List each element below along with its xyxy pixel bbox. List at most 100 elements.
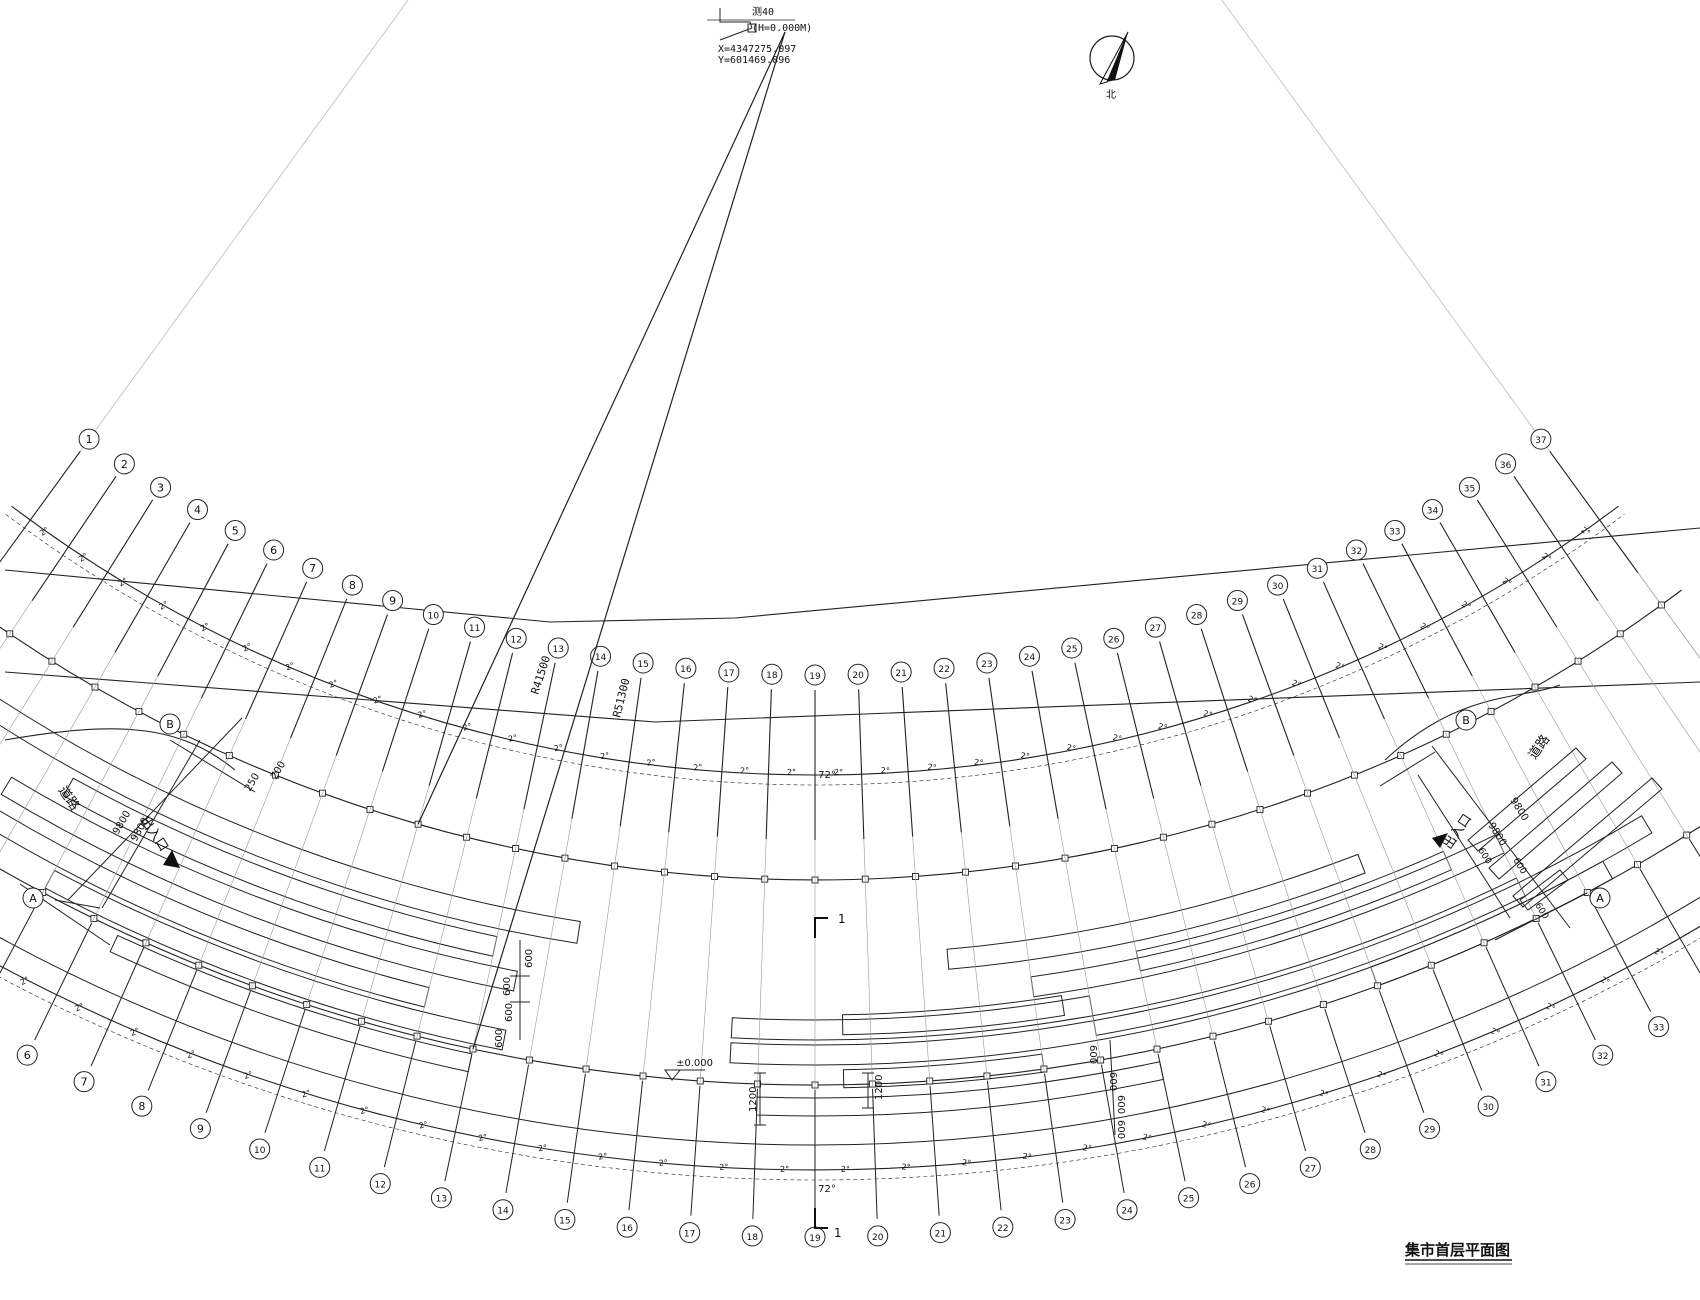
depth-dim-right-2: 9800 [1485, 821, 1508, 848]
bay-angle-top: 2° [740, 766, 750, 775]
north-label: 北 [1106, 89, 1116, 101]
axis-bubble-bottom [131, 1095, 153, 1117]
control-point-elevation: (H=0.000M) [752, 23, 812, 34]
bay-angle-bottom: 2° [780, 1165, 789, 1174]
road-lines [4, 527, 1700, 771]
bay-angle-top: 2° [1157, 722, 1168, 733]
axis-number-top: 19 [809, 672, 821, 682]
axis-number-bottom: 7 [81, 1076, 88, 1089]
axis-number-top: 33 [1389, 527, 1400, 537]
axis-bubble-top [1458, 476, 1480, 498]
entrance-label-right: 出入口 [1441, 812, 1475, 853]
axis-bubble-bottom [554, 1209, 576, 1231]
axis-number-top: 3 [157, 481, 164, 494]
axis-number-bottom: 30 [1482, 1103, 1494, 1113]
stall-gap-right-6: 600 [1115, 1095, 1126, 1114]
drawing-title: 集市首层平面图 [1404, 1241, 1512, 1265]
axis-bubble-bottom [1299, 1156, 1321, 1178]
axis-number-top: 14 [595, 653, 607, 663]
axis-number-bottom: 25 [1183, 1195, 1194, 1205]
bay-angle-top: 2° [417, 709, 428, 720]
arc-bottom-dim [0, 937, 1700, 1181]
axis-bubble-top [1018, 645, 1040, 667]
axis-number-bottom: 19 [809, 1234, 821, 1244]
axis-number-bottom: 33 [1653, 1024, 1664, 1034]
axis-bubble-top [804, 664, 826, 686]
axis-bubble-top [761, 663, 783, 685]
market-stalls [0, 698, 1653, 1117]
outer-radius-label: R51300 [610, 677, 632, 719]
stall-gap-right-7: 600 [1115, 1120, 1126, 1139]
arc-axis-a-right: A [1596, 892, 1604, 905]
axis-number-bottom: 28 [1365, 1146, 1377, 1156]
bay-angle-bottom: 2° [1545, 1001, 1557, 1013]
control-point-x: X=4347275.097 [718, 44, 796, 55]
axis-bubble-top [547, 637, 569, 659]
axis-bubble-top [464, 616, 486, 638]
axis-number-bottom: 11 [314, 1164, 325, 1174]
bay-angle-top: 2° [974, 758, 984, 768]
bay-angle-top: 2° [507, 733, 518, 744]
offset-dim-250: 250 [243, 771, 262, 793]
axis-number-bottom: 10 [254, 1146, 266, 1156]
axis-bubble-top [1226, 590, 1248, 612]
bay-angle-top: 2° [199, 621, 211, 633]
bay-angle-top: 2° [157, 599, 169, 611]
axis-number-bottom: 26 [1244, 1181, 1256, 1191]
radial-axis-26: 26 26 [1103, 627, 1261, 1195]
bay-angle-bottom: 2° [538, 1143, 548, 1153]
axis-number-top: 6 [270, 544, 277, 557]
bay-angle-bottom: 2° [1318, 1088, 1329, 1099]
axis-number-bottom: 8 [138, 1100, 145, 1113]
axis-number-bottom: 13 [436, 1195, 447, 1205]
axis-bubble-top [382, 590, 404, 612]
axis-bubble-bottom [929, 1222, 951, 1244]
axis-bubble-top [933, 657, 955, 679]
arc-axis-b-left: B [166, 718, 174, 731]
axis-bubble-top [1422, 499, 1443, 521]
axis-bubble-top [224, 519, 246, 541]
axis-bubble-bottom [249, 1138, 271, 1160]
radial-axis-36: 3636 [1495, 453, 1700, 753]
stall-strip-13 [946, 853, 1366, 970]
radial-axis-7: 77 [73, 557, 324, 1093]
bay-angle-top: 2° [1247, 694, 1259, 705]
axis-bubble-top [263, 539, 285, 561]
axis-number-top: 20 [852, 671, 864, 681]
axis-bubble-top [1267, 574, 1289, 596]
stall-gap-right-5: 600 [1107, 1072, 1118, 1091]
axis-bubble-top [422, 604, 444, 626]
bay-angle-bottom: 2° [418, 1120, 429, 1131]
arc-bottom-outer [0, 925, 1700, 1171]
bay-angle-top: 2° [881, 766, 891, 775]
bay-angle-top: 2° [787, 768, 796, 777]
axis-number-top: 37 [1535, 436, 1546, 446]
arc-b-line [0, 589, 1682, 881]
radial-axis-6: 66 [16, 539, 285, 1066]
total-angle-label-top: 72° [818, 770, 836, 781]
bay-angle-bottom: 2° [19, 975, 31, 987]
bay-angle-top: 2° [553, 743, 564, 754]
control-point-name: 测40 [752, 5, 774, 18]
stall-gap-center-4: 600 [494, 1029, 505, 1048]
bay-angle-top: 2° [834, 768, 843, 777]
axis-bubble-bottom [1054, 1209, 1076, 1231]
bay-angle-top: 2° [462, 722, 473, 733]
bay-angle-bottom: 2° [1376, 1070, 1388, 1081]
radial-axis-37: 3737 [1530, 428, 1700, 659]
axis-number-top: 26 [1108, 635, 1120, 645]
bay-angle-bottom: 2° [598, 1152, 608, 1162]
axis-bubble-bottom [616, 1216, 638, 1238]
bay-angle-top: 2° [117, 576, 129, 588]
axis-bubble-top [890, 661, 912, 683]
bay-angle-top: 2° [328, 678, 340, 690]
axis-number-bottom: 16 [621, 1224, 633, 1234]
